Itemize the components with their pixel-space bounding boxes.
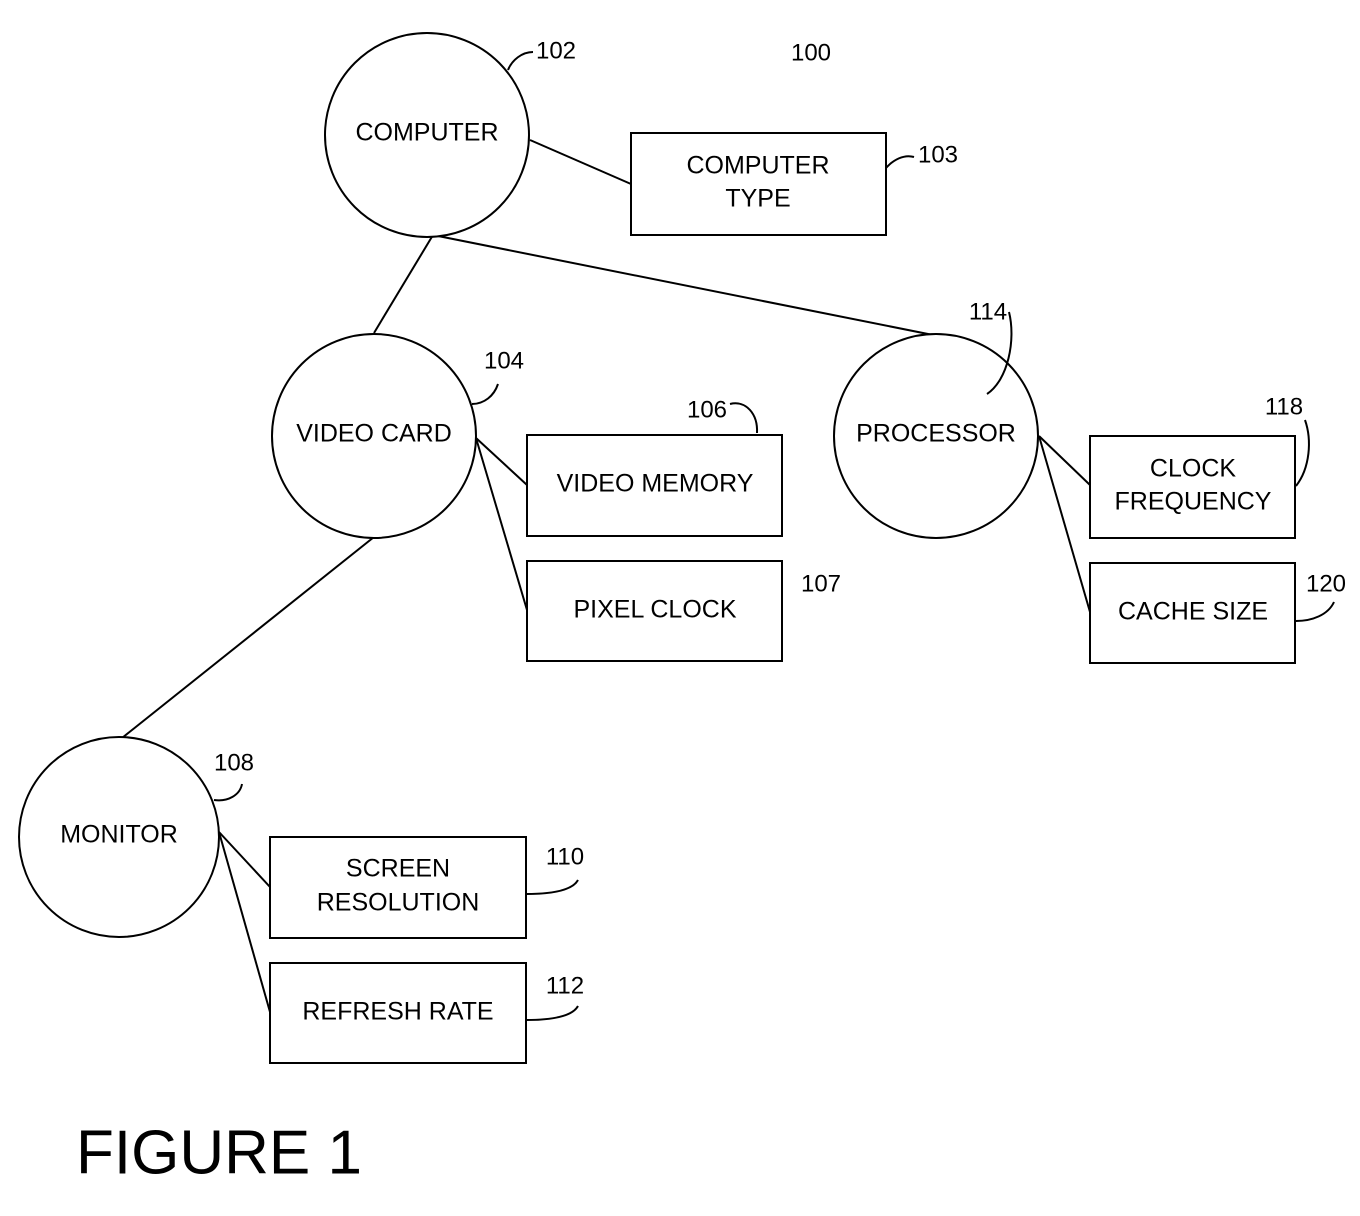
edge-computer-video-card <box>374 235 433 333</box>
node-cache-size: CACHE SIZE <box>1090 563 1295 663</box>
node-video-memory: VIDEO MEMORY <box>527 435 782 536</box>
leader-110 <box>526 880 578 894</box>
figure-number-label: 100 <box>791 39 831 66</box>
ref-pixel-clock: 107 <box>801 570 841 597</box>
computer-label: COMPUTER <box>355 119 498 147</box>
figure-caption: FIGURE 1 <box>76 1118 362 1187</box>
clock-frequency-label-line-1: CLOCK <box>1150 455 1236 483</box>
edge-processor-cache-size <box>1039 436 1090 612</box>
monitor-label: MONITOR <box>60 821 178 849</box>
video-card-label: VIDEO CARD <box>296 420 452 448</box>
cache-size-label: CACHE SIZE <box>1118 598 1268 626</box>
leader-106 <box>730 403 757 433</box>
ref-refresh-rate: 112 <box>546 972 584 999</box>
leader-103 <box>886 156 914 168</box>
ref-processor: 114 <box>969 298 1007 325</box>
ref-computer: 102 <box>536 37 576 64</box>
node-computer: COMPUTER <box>325 33 529 237</box>
node-screen-resolution: SCREEN RESOLUTION <box>270 837 526 938</box>
edge-video-card-pixel-clock <box>476 438 527 610</box>
leader-118 <box>1296 420 1309 486</box>
ref-computer-type: 103 <box>918 141 958 168</box>
screen-resolution-label-line-1: SCREEN <box>346 855 450 883</box>
leader-104 <box>472 384 498 404</box>
refresh-rate-label: REFRESH RATE <box>302 998 493 1026</box>
computer-type-label-line-1: COMPUTER <box>686 152 829 180</box>
leader-120 <box>1296 602 1334 621</box>
edge-computer-processor <box>433 235 938 336</box>
video-memory-label: VIDEO MEMORY <box>557 470 754 498</box>
edge-video-card-monitor <box>122 537 374 738</box>
processor-label: PROCESSOR <box>856 420 1016 448</box>
leader-102 <box>508 52 533 70</box>
leader-108 <box>214 784 242 800</box>
ref-screen-resolution: 110 <box>546 843 584 870</box>
node-clock-frequency: CLOCK FREQUENCY <box>1090 436 1295 538</box>
node-pixel-clock: PIXEL CLOCK <box>527 561 782 661</box>
node-refresh-rate: REFRESH RATE <box>270 963 526 1063</box>
leader-112 <box>526 1006 578 1020</box>
ref-video-card: 104 <box>484 347 524 374</box>
screen-resolution-box <box>270 837 526 938</box>
node-computer-type: COMPUTER TYPE <box>631 133 886 235</box>
clock-frequency-label-line-2: FREQUENCY <box>1115 488 1272 516</box>
ref-video-memory: 106 <box>687 396 727 423</box>
pixel-clock-label: PIXEL CLOCK <box>573 596 736 624</box>
computer-type-label-line-2: TYPE <box>725 185 790 213</box>
ref-cache-size: 120 <box>1306 570 1346 597</box>
node-monitor: MONITOR <box>19 737 219 937</box>
edge-computer-computer-type <box>530 140 631 184</box>
screen-resolution-label-line-2: RESOLUTION <box>317 889 480 917</box>
ref-clock-frequency: 118 <box>1265 393 1303 420</box>
ref-monitor: 108 <box>214 749 254 776</box>
node-video-card: VIDEO CARD <box>272 334 476 538</box>
